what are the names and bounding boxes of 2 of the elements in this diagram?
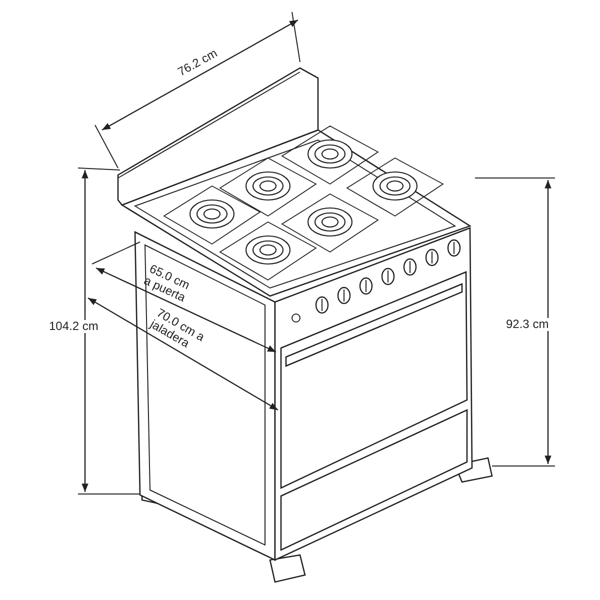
dimension-label: 104.2 cm [48, 320, 100, 333]
dimension-label: 92.3 cm [505, 318, 550, 331]
